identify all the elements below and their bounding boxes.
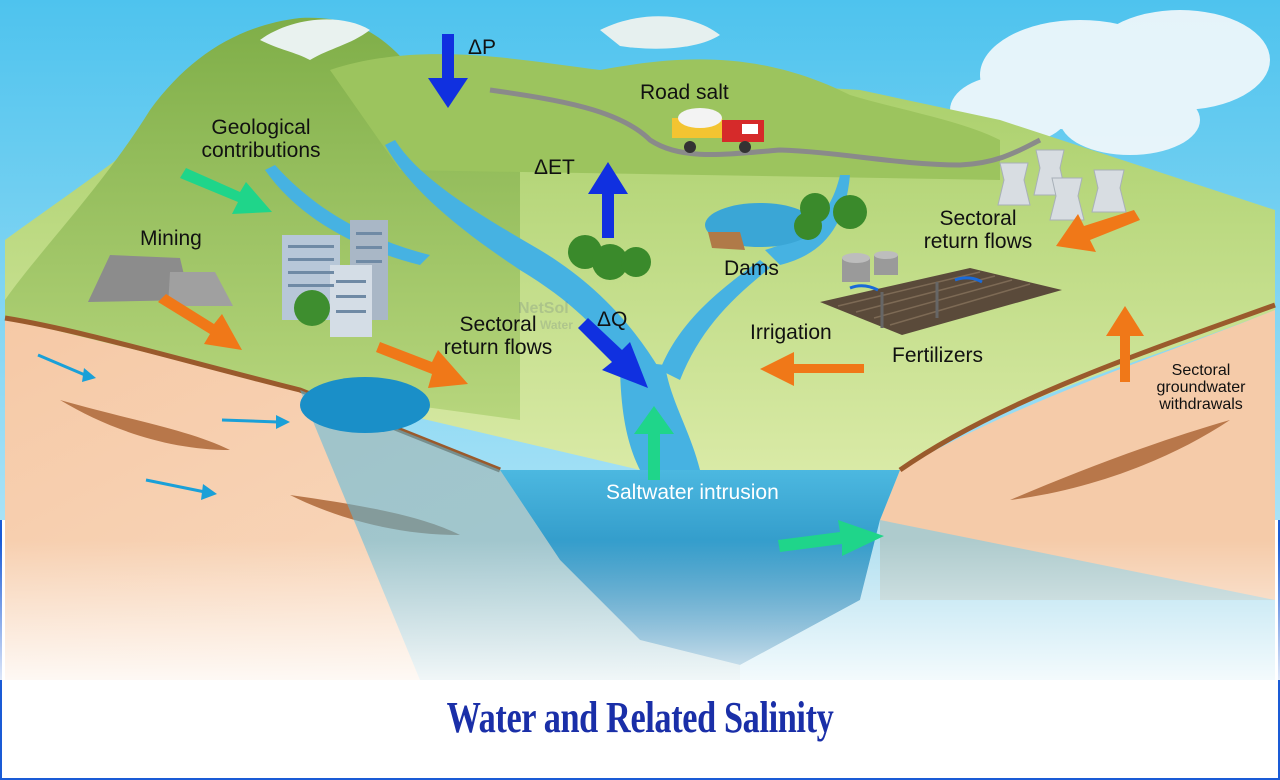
- hill-snow-mid: [600, 16, 720, 49]
- label-sectoral-return-left-line-1: Sectoral: [459, 313, 537, 336]
- farm-fields-icon: [820, 268, 1062, 335]
- arrow-return-right: [1056, 210, 1140, 252]
- side-fade: [0, 540, 1280, 680]
- label-sectoral-return-right: Sectoral return flows: [908, 207, 1048, 253]
- arrow-delta-et: [588, 162, 628, 238]
- arrow-geological: [180, 168, 272, 214]
- truck-icon: [672, 108, 764, 153]
- label-groundwater-line-1: Sectoral: [1171, 362, 1231, 379]
- cooling-towers-icon: [997, 149, 1127, 221]
- label-sectoral-return-left: Sectoral return flows: [414, 313, 582, 359]
- diagram-title: Water and Related Salinity: [446, 693, 834, 742]
- smoke-clouds: [950, 10, 1270, 155]
- label-geological: Geological contributions: [168, 116, 354, 162]
- pond: [300, 377, 430, 433]
- label-groundwater-line-3: withdrawals: [1159, 396, 1243, 413]
- label-sectoral-return-right-line-2: return flows: [923, 230, 1033, 253]
- arrows-groundwater-flow: [37, 353, 290, 500]
- clay-lens-3: [1010, 420, 1230, 500]
- arrow-saltwater-up: [634, 406, 674, 480]
- arrow-saltwater-right: [778, 520, 884, 556]
- watermark-line-1: NetSol: [518, 300, 569, 317]
- label-groundwater-withdrawals: Sectoral groundwater withdrawals: [1128, 362, 1274, 413]
- soil-right-edge: [898, 302, 1276, 473]
- label-saltwater-intrusion: Saltwater intrusion: [606, 481, 779, 504]
- label-fertilizers: Fertilizers: [892, 344, 984, 367]
- salinity-diagram: [0, 0, 1280, 680]
- label-groundwater-line-2: groundwater: [1156, 379, 1246, 396]
- storage-tanks-icon: [842, 251, 898, 282]
- label-delta-et: ΔET: [534, 156, 575, 179]
- label-road-salt: Road salt: [640, 81, 729, 104]
- road: [489, 87, 1042, 168]
- arrow-mining: [158, 294, 242, 350]
- mining-piles-icon: [88, 255, 233, 306]
- label-sectoral-return-right-line-1: Sectoral: [939, 207, 1017, 230]
- label-dams: Dams: [724, 257, 779, 280]
- watermark-line-2: Water: [540, 318, 573, 332]
- arrow-groundwater-up: [1106, 306, 1144, 382]
- label-geological-line-2: contributions: [201, 139, 321, 162]
- trees-icon: [568, 193, 867, 280]
- label-sectoral-return-left-line-2: return flows: [443, 336, 553, 359]
- label-geological-line-1: Geological: [211, 116, 311, 139]
- label-irrigation: Irrigation: [750, 321, 832, 344]
- soil-right: [880, 310, 1275, 600]
- city-buildings-icon: [282, 220, 388, 337]
- arrow-delta-p: [428, 34, 468, 108]
- clay-lens-1: [60, 400, 230, 450]
- hills-back: [330, 54, 1000, 180]
- arrow-delta-q: [578, 318, 648, 388]
- soil-left-edge: [4, 315, 501, 473]
- label-mining: Mining: [140, 227, 202, 250]
- mountain-snow: [260, 19, 370, 60]
- arrow-irrigation: [760, 352, 864, 386]
- label-delta-q: ΔQ: [597, 308, 628, 331]
- arrow-return-left: [376, 342, 468, 388]
- label-delta-p: ΔP: [468, 36, 497, 59]
- dam-wall: [708, 232, 745, 250]
